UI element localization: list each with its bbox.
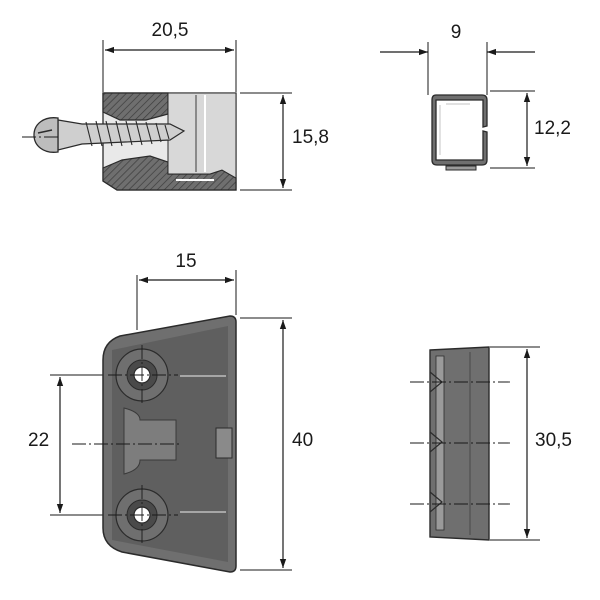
dimension-label: 15	[175, 251, 196, 272]
screw-slot	[37, 129, 53, 134]
dimension-label: 9	[451, 22, 462, 43]
screw-thread	[85, 120, 170, 147]
dimension-label: 30,5	[535, 430, 572, 451]
front-view: 15 40 22	[28, 251, 313, 573]
dimension-label: 22	[28, 430, 49, 451]
dimension-label: 12,2	[534, 118, 571, 139]
cross-section-view: 9 12,2	[380, 22, 571, 171]
edge-body	[429, 346, 490, 541]
channel-foot	[445, 165, 477, 171]
central-recess	[123, 407, 177, 475]
channel-section	[431, 94, 488, 166]
channel-inner-edge	[439, 103, 470, 155]
dimension-label: 15,8	[292, 127, 329, 148]
side-section-view: 20,5 15,8	[22, 20, 329, 191]
dimension-label: 20,5	[152, 20, 189, 41]
dimension-label: 40	[292, 430, 313, 451]
screw-head	[33, 117, 59, 153]
bracket-inner-face	[167, 92, 237, 179]
section-hatch-top	[102, 92, 169, 121]
edge-view: 30,5	[410, 346, 572, 541]
screw	[22, 117, 186, 153]
locking-tab	[215, 427, 233, 459]
